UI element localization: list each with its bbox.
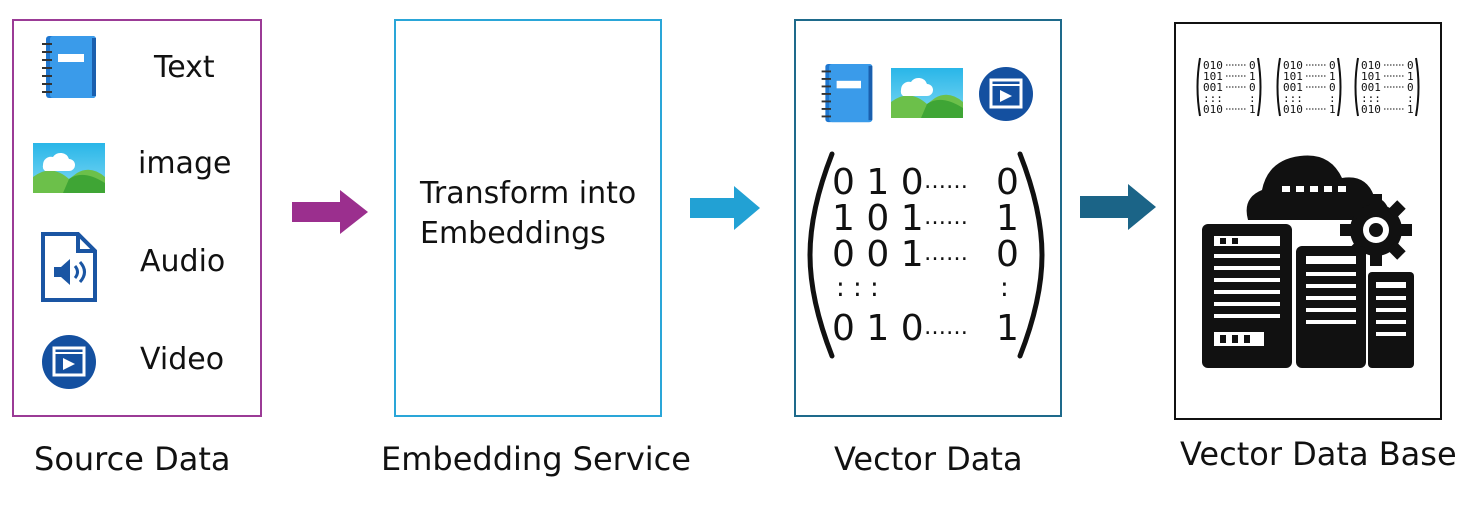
matrix-row-right: 1 — [996, 308, 1019, 349]
svg-text:0: 0 — [1249, 59, 1256, 72]
svg-text:1: 1 — [1407, 70, 1414, 83]
video-icon — [42, 335, 96, 389]
svg-text::: : — [1249, 92, 1256, 105]
svg-text:010: 010 — [1283, 59, 1303, 72]
vector-data-caption: Vector Data — [834, 440, 1023, 478]
svg-text:001: 001 — [1203, 81, 1223, 94]
svg-text:010: 010 — [1361, 59, 1381, 72]
svg-text::::: ::: — [1361, 92, 1381, 105]
notebook-icon — [42, 36, 96, 98]
svg-text:0: 0 — [1329, 81, 1336, 94]
video-icon — [979, 67, 1033, 121]
matrix-ellipsis: …… — [924, 205, 968, 230]
svg-text:0: 0 — [1407, 59, 1414, 72]
embedding-service-caption: Embedding Service — [381, 440, 691, 478]
source-item-label-text: Text — [154, 50, 215, 85]
svg-text:010: 010 — [1283, 103, 1303, 116]
svg-text:1: 1 — [1407, 103, 1414, 116]
source-item-label-video: Video — [140, 342, 225, 377]
embedding-text-line2: Embeddings — [420, 216, 606, 251]
matrix-ellipsis: …… — [924, 169, 968, 194]
matrix-row-right: 0 — [996, 234, 1019, 275]
matrix-row-right: 0 — [996, 162, 1019, 203]
source-item-label-image: image — [138, 146, 232, 181]
matrix-row-left: 0 1 0 — [832, 308, 924, 349]
embedding-text-line1: Transform into — [420, 176, 637, 211]
svg-text::: : — [1407, 92, 1414, 105]
matrix-row-left: : : : — [836, 273, 879, 303]
svg-text:0: 0 — [1329, 59, 1336, 72]
svg-text:0: 0 — [1249, 81, 1256, 94]
source-item-label-audio: Audio — [140, 244, 226, 279]
svg-text:0: 0 — [1407, 81, 1414, 94]
embedding-description: Transform into Embeddings — [420, 174, 636, 254]
image-icon — [33, 143, 105, 193]
svg-text:1: 1 — [1249, 70, 1256, 83]
svg-text:101: 101 — [1283, 70, 1303, 83]
svg-text:010: 010 — [1203, 59, 1223, 72]
matrix-row-left: 0 1 0 — [832, 162, 924, 203]
arrow-right-icon — [292, 190, 368, 234]
binary-matrix: 0 1 0 1 0 1 0 0 1 : : : 0 1 0 0 1 0 : 1 … — [807, 151, 1045, 359]
svg-text::: : — [1329, 92, 1336, 105]
svg-text:1: 1 — [1329, 103, 1336, 116]
svg-text::::: ::: — [1203, 92, 1223, 105]
svg-text::::: ::: — [1283, 92, 1303, 105]
arrow-right-icon — [690, 186, 760, 230]
cloud-database-server-icon — [1202, 155, 1414, 368]
svg-text:101: 101 — [1361, 70, 1381, 83]
matrix-ellipsis: …… — [924, 315, 968, 340]
svg-text:010: 010 — [1361, 103, 1381, 116]
svg-text:101: 101 — [1203, 70, 1223, 83]
matrix-row-right: : — [1000, 273, 1009, 303]
svg-text:001: 001 — [1361, 81, 1381, 94]
mini-binary-matrix: 010 101 001 ::: 010 0 1 0 : 1 — [1354, 57, 1420, 117]
embedding-service-box — [394, 19, 662, 417]
source-data-caption: Source Data — [34, 440, 231, 478]
audio-file-icon — [41, 232, 97, 302]
svg-text:1: 1 — [1329, 70, 1336, 83]
notebook-icon — [821, 63, 873, 123]
image-icon — [891, 68, 963, 118]
vector-database-caption: Vector Data Base — [1180, 435, 1457, 473]
matrix-row-left: 0 0 1 — [832, 234, 924, 275]
arrow-right-icon — [1080, 184, 1156, 230]
svg-text:1: 1 — [1249, 103, 1256, 116]
mini-binary-matrix: 010 101 001 ::: 010 0 1 0 : 1 — [1196, 57, 1262, 117]
matrix-ellipsis: …… — [924, 241, 968, 266]
svg-text:010: 010 — [1203, 103, 1223, 116]
mini-binary-matrix: 010 101 001 ::: 010 0 1 0 : 1 — [1276, 57, 1342, 117]
matrix-row-right: 1 — [996, 198, 1019, 239]
matrix-row-left: 1 0 1 — [832, 198, 924, 239]
svg-text:001: 001 — [1283, 81, 1303, 94]
